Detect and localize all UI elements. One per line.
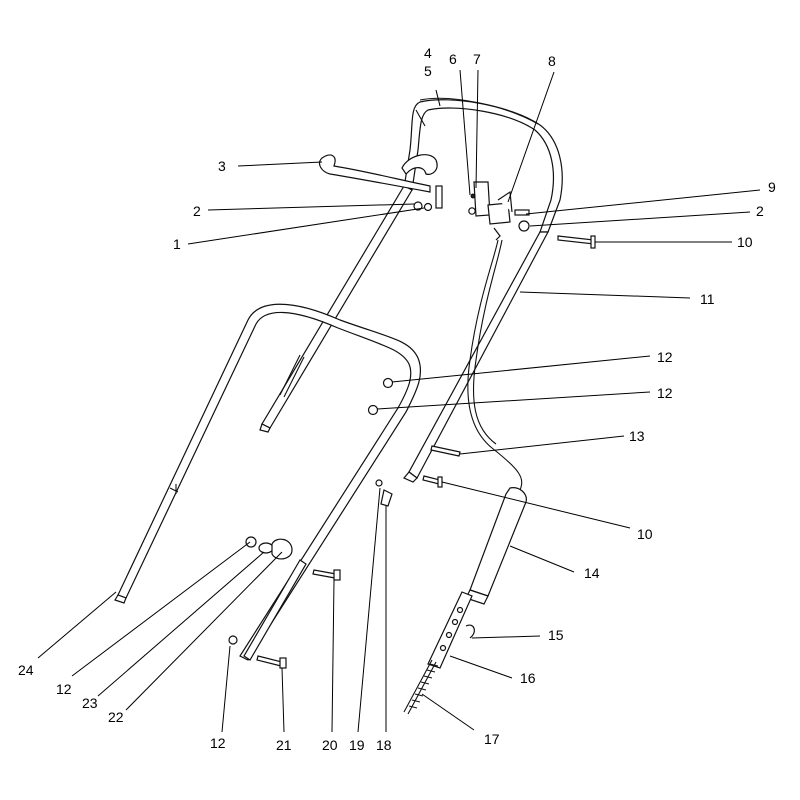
callout-labels: 4 5 6 7 8 3 9 2 2 1 10 11 12 12 13 10 14… bbox=[18, 45, 776, 753]
callout-14: 14 bbox=[584, 565, 600, 581]
callout-19: 19 bbox=[349, 737, 365, 753]
callout-23: 23 bbox=[82, 695, 98, 711]
control-bar-part bbox=[318, 154, 443, 212]
callout-22: 22 bbox=[108, 709, 124, 725]
spring-grip-part bbox=[403, 487, 527, 715]
callout-24: 24 bbox=[18, 662, 34, 678]
hardware-part bbox=[228, 377, 461, 669]
callout-2-left: 2 bbox=[193, 203, 201, 219]
handle-upper-part bbox=[259, 97, 563, 483]
callout-1: 1 bbox=[173, 236, 181, 252]
callout-7: 7 bbox=[473, 51, 481, 67]
callout-8: 8 bbox=[548, 53, 556, 69]
cable-part bbox=[467, 239, 523, 491]
callout-17: 17 bbox=[484, 731, 500, 747]
callout-18: 18 bbox=[376, 737, 392, 753]
callout-5: 5 bbox=[424, 63, 432, 79]
callout-15: 15 bbox=[548, 627, 564, 643]
callout-12-middle: 12 bbox=[657, 385, 673, 401]
callout-20: 20 bbox=[322, 737, 338, 753]
cable-bracket-part bbox=[468, 181, 596, 249]
callout-4: 4 bbox=[424, 45, 432, 61]
callout-12-bottom: 12 bbox=[210, 735, 226, 751]
callout-12-lower-left: 12 bbox=[56, 681, 72, 697]
callout-10-upper: 10 bbox=[737, 234, 753, 250]
callout-2-right: 2 bbox=[756, 203, 764, 219]
callout-21: 21 bbox=[276, 737, 292, 753]
callout-9: 9 bbox=[768, 179, 776, 195]
callout-13: 13 bbox=[629, 428, 645, 444]
callout-10-lower: 10 bbox=[637, 526, 653, 542]
callout-6: 6 bbox=[449, 51, 457, 67]
leader-lines bbox=[37, 69, 761, 733]
callout-12-upper: 12 bbox=[657, 349, 673, 365]
callout-3: 3 bbox=[218, 158, 226, 174]
handle-lower-part bbox=[114, 303, 422, 661]
callout-16: 16 bbox=[520, 670, 536, 686]
callout-11: 11 bbox=[700, 291, 715, 307]
